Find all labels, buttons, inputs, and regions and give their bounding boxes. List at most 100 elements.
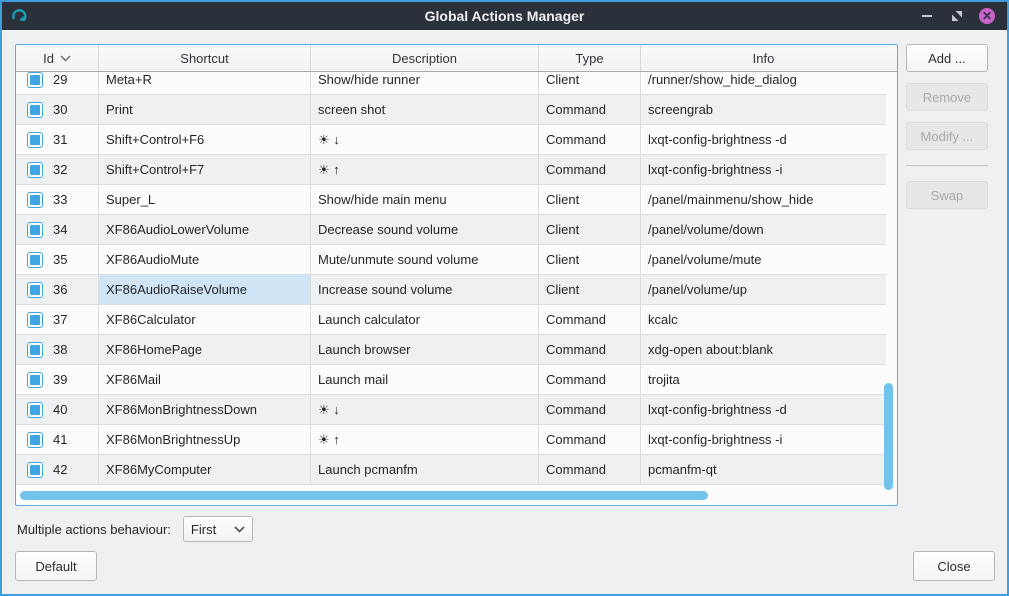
row-checkbox[interactable] (27, 72, 43, 88)
cell-shortcut[interactable]: Print (99, 95, 311, 124)
cell-description[interactable]: ☀ ↓ (311, 125, 539, 154)
cell-id[interactable]: 30 (16, 95, 99, 124)
cell-shortcut[interactable]: XF86HomePage (99, 335, 311, 364)
row-checkbox[interactable] (27, 161, 43, 178)
cell-type[interactable]: Client (539, 245, 641, 274)
cell-description[interactable]: screen shot (311, 95, 539, 124)
cell-info[interactable]: kcalc (648, 312, 678, 327)
cell-type[interactable]: Command (539, 125, 641, 154)
cell-description[interactable]: ☀ ↑ (311, 155, 539, 184)
cell-shortcut[interactable]: XF86MyComputer (99, 455, 311, 484)
cell-type[interactable]: Command (539, 335, 641, 364)
row-checkbox[interactable] (27, 401, 43, 418)
cell-description[interactable]: Show/hide main menu (311, 185, 539, 214)
cell-info[interactable]: /panel/mainmenu/show_hide (648, 192, 814, 207)
row-checkbox[interactable] (27, 371, 43, 388)
cell-shortcut[interactable]: Super_L (99, 185, 311, 214)
cell-type[interactable]: Command (539, 95, 641, 124)
cell-shortcut[interactable]: XF86AudioMute (99, 245, 311, 274)
maximize-icon[interactable] (949, 8, 965, 24)
cell-id[interactable]: 42 (16, 455, 99, 484)
cell-type[interactable]: Command (539, 395, 641, 424)
cell-info[interactable]: /panel/volume/down (648, 222, 764, 237)
cell-type[interactable]: Client (539, 185, 641, 214)
row-checkbox[interactable] (27, 281, 43, 298)
cell-info[interactable]: lxqt-config-brightness -d (648, 402, 787, 417)
cell-type[interactable]: Command (539, 305, 641, 334)
cell-description[interactable]: Launch mail (311, 365, 539, 394)
close-button[interactable]: Close (913, 551, 995, 581)
cell-description[interactable]: Launch pcmanfm (311, 455, 539, 484)
cell-id[interactable]: 37 (16, 305, 99, 334)
cell-info[interactable]: trojita (648, 372, 680, 387)
cell-shortcut[interactable]: XF86AudioRaiseVolume (99, 275, 311, 304)
cell-shortcut[interactable]: XF86MonBrightnessUp (99, 425, 311, 454)
cell-description[interactable]: Mute/unmute sound volume (311, 245, 539, 274)
cell-description[interactable]: Decrease sound volume (311, 215, 539, 244)
cell-info[interactable]: /panel/volume/mute (648, 252, 762, 267)
column-header-info[interactable]: Info (641, 45, 886, 71)
cell-info[interactable]: /panel/volume/up (648, 282, 748, 297)
cell-id[interactable]: 38 (16, 335, 99, 364)
column-header-shortcut[interactable]: Shortcut (99, 45, 311, 71)
column-header-id[interactable]: Id (16, 45, 99, 71)
cell-id[interactable]: 34 (16, 215, 99, 244)
cell-id[interactable]: 35 (16, 245, 99, 274)
default-button[interactable]: Default (15, 551, 97, 581)
cell-description[interactable]: Launch browser (311, 335, 539, 364)
cell-id[interactable]: 31 (16, 125, 99, 154)
row-checkbox[interactable] (27, 221, 43, 238)
cell-type[interactable]: Client (539, 72, 641, 94)
row-checkbox[interactable] (27, 431, 43, 448)
cell-type[interactable]: Command (539, 425, 641, 454)
cell-id[interactable]: 39 (16, 365, 99, 394)
cell-description[interactable]: ☀ ↓ (311, 395, 539, 424)
horizontal-scrollbar[interactable] (20, 491, 708, 500)
column-header-description[interactable]: Description (311, 45, 539, 71)
cell-type[interactable]: Client (539, 275, 641, 304)
cell-info[interactable]: lxqt-config-brightness -i (648, 162, 783, 177)
cell-shortcut[interactable]: XF86MonBrightnessDown (99, 395, 311, 424)
cell-info[interactable]: lxqt-config-brightness -d (648, 132, 787, 147)
cell-info[interactable]: /runner/show_hide_dialog (648, 72, 797, 87)
cell-info[interactable]: xdg-open about:blank (648, 342, 774, 357)
behaviour-select[interactable]: First (182, 516, 253, 542)
cell-info[interactable]: pcmanfm-qt (648, 462, 717, 477)
cell-type[interactable]: Command (539, 155, 641, 184)
row-checkbox[interactable] (27, 101, 43, 118)
cell-type[interactable]: Client (539, 215, 641, 244)
vertical-scrollbar[interactable] (883, 383, 893, 490)
row-checkbox[interactable] (27, 191, 43, 208)
cell-description[interactable]: Increase sound volume (311, 275, 539, 304)
cell-description[interactable]: Launch calculator (311, 305, 539, 334)
minimize-icon[interactable] (919, 8, 935, 24)
row-checkbox[interactable] (27, 251, 43, 268)
cell-info[interactable]: screengrab (648, 102, 714, 117)
row-checkbox[interactable] (27, 341, 43, 358)
cell-info[interactable]: lxqt-config-brightness -i (648, 432, 783, 447)
cell-id[interactable]: 29 (16, 72, 99, 94)
cell-id[interactable]: 32 (16, 155, 99, 184)
column-header-type[interactable]: Type (539, 45, 641, 71)
cell-shortcut[interactable]: Shift+Control+F7 (99, 155, 311, 184)
add-button[interactable]: Add ... (905, 44, 988, 72)
cell-id[interactable]: 40 (16, 395, 99, 424)
cell-type[interactable]: Command (539, 455, 641, 484)
row-checkbox[interactable] (27, 131, 43, 148)
cell-description[interactable]: Show/hide runner (311, 72, 539, 94)
cell-type[interactable]: Command (539, 365, 641, 394)
cell-id[interactable]: 33 (16, 185, 99, 214)
